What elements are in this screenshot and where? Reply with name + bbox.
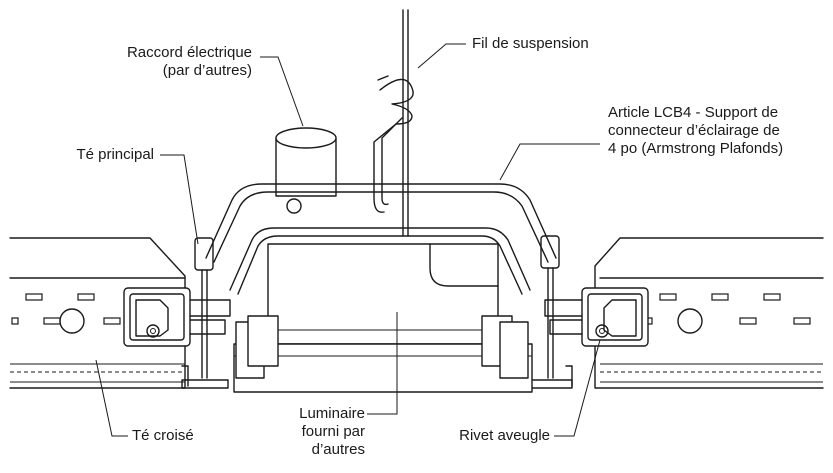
- label-article-line3: 4 po (Armstrong Plafonds): [608, 140, 784, 157]
- label-luminaire-line3: d’autres: [311, 441, 365, 458]
- label-luminaire: Luminaire fourni par d’autres: [270, 405, 365, 459]
- left-clip-assembly: [123, 287, 231, 347]
- label-rivet-aveugle: Rivet aveugle: [459, 427, 550, 444]
- label-raccord-electrique: Raccord électrique (par d’autres): [60, 44, 252, 80]
- electrical-box: [275, 127, 337, 197]
- label-article-line1: Article LCB4 - Support de: [608, 104, 779, 121]
- suspension-wire: [373, 9, 414, 237]
- main-tee-left: [181, 237, 229, 389]
- luminaire: [233, 243, 533, 393]
- label-te-principal: Té principal: [76, 146, 154, 163]
- right-clip-assembly: [544, 287, 649, 347]
- label-raccord-line1: Raccord électrique: [126, 44, 252, 61]
- leader-lines: [95, 43, 601, 437]
- left-cross-tee: [9, 237, 186, 389]
- label-te-croise: Té croisé: [132, 427, 194, 444]
- label-article-line2: connecteur d’éclairage de: [608, 122, 780, 139]
- label-luminaire-line2: fourni par: [301, 423, 365, 440]
- label-fil-de-suspension: Fil de suspension: [472, 35, 589, 52]
- label-luminaire-line1: Luminaire: [299, 405, 365, 422]
- label-raccord-line2: (par d’autres): [162, 62, 252, 79]
- label-article-lcb4: Article LCB4 - Support de connecteur d’é…: [608, 104, 783, 158]
- lcb4-bracket: [205, 183, 557, 295]
- main-tee-right: [527, 235, 573, 389]
